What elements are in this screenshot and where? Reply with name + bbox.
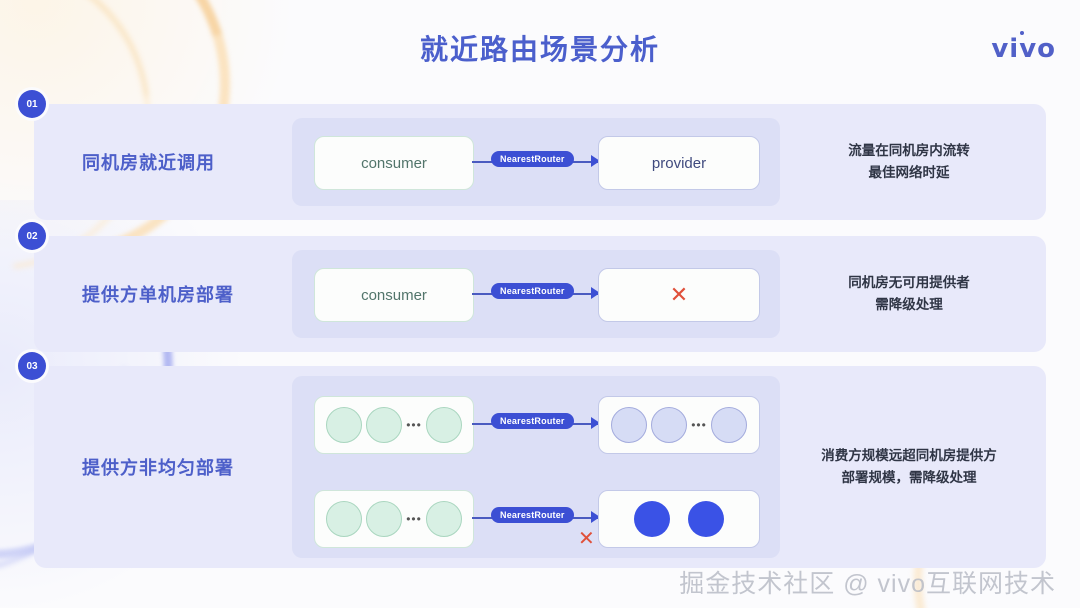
consumer-circle-icon [425, 501, 462, 537]
consumer-node-1[interactable]: consumer [314, 136, 474, 190]
provider-circle-icon [611, 407, 648, 443]
row-note-1: 流量在同机房内流转 最佳网络时延 [790, 140, 1028, 184]
row-note-2-line2: 需降级处理 [875, 297, 943, 312]
watermark: 掘金技术社区 @ vivo互联网技术 [679, 570, 1056, 598]
provider-node-1[interactable]: provider [598, 136, 760, 190]
row-note-3: 消费方规模远超同机房提供方 部署规模，需降级处理 [790, 445, 1028, 489]
provider-circle-group-3a: ••• [611, 407, 747, 443]
arrow-head-icon-3a [591, 417, 600, 429]
consumer-group-node-3a[interactable]: ••• [314, 396, 474, 454]
provider-circle-icon [651, 407, 688, 443]
consumer-circle-icon [425, 407, 462, 443]
diagram-panel-2: consumer NearestRouter ✕ [292, 250, 780, 338]
consumer-group-node-3b[interactable]: ••• [314, 490, 474, 548]
scenario-row-1[interactable]: 01 同机房就近调用 consumer NearestRouter provid… [18, 90, 1046, 220]
row-note-1-line2: 最佳网络时延 [868, 165, 950, 180]
arrow-head-icon-3b [591, 511, 600, 523]
diagram-panel-1: consumer NearestRouter provider [292, 118, 780, 206]
row-note-3-line2: 部署规模，需降级处理 [841, 470, 977, 485]
nearest-router-pill-1[interactable]: NearestRouter [491, 151, 574, 167]
degrade-cross-icon-3b: ✕ [578, 526, 595, 550]
ellipsis-icon: ••• [406, 512, 422, 526]
vivo-logo-text: vivo [991, 34, 1056, 64]
consumer-circle-icon [326, 501, 363, 537]
flow-3b: ••• NearestRouter ✕ [292, 474, 780, 562]
cross-icon-2: ✕ [669, 282, 689, 308]
consumer-node-2[interactable]: consumer [314, 268, 474, 322]
page-header: 就近路由场景分析 vivo [0, 0, 1080, 92]
row-badge-01: 01 [18, 90, 46, 118]
consumer-circle-icon [366, 407, 403, 443]
nearest-router-pill-2[interactable]: NearestRouter [491, 283, 574, 299]
row-badge-02: 02 [18, 222, 46, 250]
consumer-circle-group-3a: ••• [326, 407, 462, 443]
row-badge-03: 03 [18, 352, 46, 380]
nearest-router-pill-3a[interactable]: NearestRouter [491, 413, 574, 429]
arrow-head-icon-1 [591, 155, 600, 167]
diagram-panel-3: ••• NearestRouter ••• [292, 376, 780, 558]
ellipsis-icon: ••• [691, 418, 707, 432]
scenario-row-2[interactable]: 02 提供方单机房部署 consumer NearestRouter ✕ 同机房… [18, 222, 1046, 352]
provider-group-node-3b[interactable] [598, 490, 760, 548]
vivo-logo: vivo [991, 31, 1056, 64]
provider-solid-circle-icon [688, 501, 724, 537]
row-note-2-line1: 同机房无可用提供者 [848, 275, 970, 290]
arrow-head-icon-2 [591, 287, 600, 299]
consumer-circle-icon [326, 407, 363, 443]
vivo-logo-dot-icon [1020, 31, 1025, 35]
provider-circle-group-3b [634, 501, 724, 537]
row-label-2: 提供方单机房部署 [82, 285, 234, 305]
flow-1: consumer NearestRouter provider [292, 118, 780, 206]
flow-2: consumer NearestRouter ✕ [292, 250, 780, 338]
provider-solid-circle-icon [634, 501, 670, 537]
nearest-router-pill-3b[interactable]: NearestRouter [491, 507, 574, 523]
row-label-3: 提供方非均匀部署 [82, 458, 234, 478]
ellipsis-icon: ••• [406, 418, 422, 432]
provider-group-node-3a[interactable]: ••• [598, 396, 760, 454]
row-label-1: 同机房就近调用 [82, 153, 215, 173]
flow-3a: ••• NearestRouter ••• [292, 380, 780, 468]
provider-circle-icon [710, 407, 747, 443]
row-note-2: 同机房无可用提供者 需降级处理 [790, 272, 1028, 316]
page-title: 就近路由场景分析 [419, 34, 660, 65]
unavailable-provider-node-2[interactable]: ✕ [598, 268, 760, 322]
row-note-3-line1: 消费方规模远超同机房提供方 [821, 448, 997, 463]
row-note-1-line1: 流量在同机房内流转 [848, 143, 970, 158]
consumer-circle-icon [366, 501, 403, 537]
consumer-circle-group-3b: ••• [326, 501, 462, 537]
scenario-row-3[interactable]: 03 提供方非均匀部署 ••• NearestRouter ••• [18, 352, 1046, 568]
